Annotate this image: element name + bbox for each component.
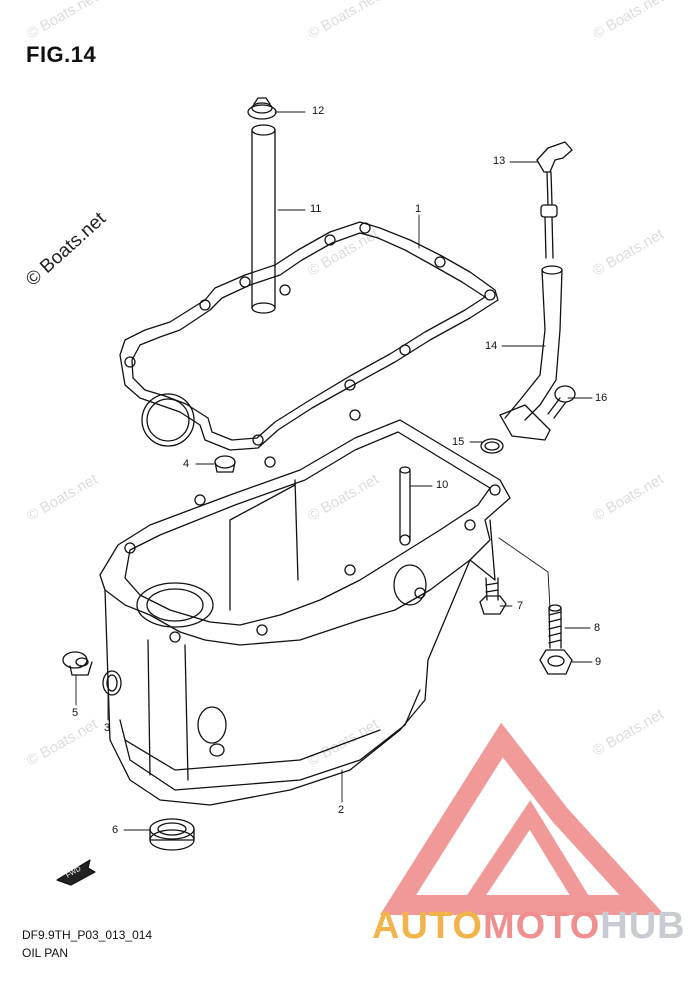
callout-label: 14 (485, 340, 498, 352)
callout-label: 10 (436, 479, 449, 491)
callout-label: 8 (594, 622, 601, 634)
callout-label: 15 (452, 436, 465, 448)
plug-part (214, 455, 236, 473)
callout-label: 7 (517, 600, 524, 612)
callout-label: 6 (112, 824, 119, 836)
callout-label: 3 (104, 722, 111, 734)
gasket-part (119, 221, 499, 451)
stud-part (548, 604, 562, 649)
brand-part-moto: MOTO (482, 905, 601, 947)
bolt-part (547, 385, 576, 419)
callout-label: 1 (415, 203, 422, 215)
figure-title: FIG.14 (26, 42, 97, 67)
callout-label: 5 (72, 707, 79, 719)
oil-pan-part (99, 409, 511, 806)
brand-logo-icon (379, 722, 665, 915)
figure-code: DF9.9TH_P03_013_014 (22, 928, 153, 942)
callout-label: 2 (338, 804, 345, 816)
brand-part-auto: AUTO (372, 905, 483, 947)
gasket-ring-part (102, 670, 122, 696)
fwd-arrow-icon (56, 859, 96, 886)
dipstick-guide-part (499, 265, 563, 441)
callout-label: 16 (595, 392, 608, 404)
o-ring-part (480, 438, 504, 454)
clip-part (247, 97, 277, 120)
drain-plug-part (62, 651, 93, 676)
pipe-part (251, 124, 276, 314)
brand-part-hub: HUB (600, 905, 686, 947)
figure-name: OIL PAN (22, 946, 69, 960)
callout-leaders (75, 111, 593, 831)
callout-label: 13 (493, 155, 506, 167)
nut-part (539, 649, 573, 675)
brand-wordmark: AUTOMOTOHUB (372, 905, 686, 948)
dipstick-part (536, 141, 573, 259)
callout-label: 9 (595, 656, 602, 668)
oil-seal-part (149, 818, 195, 851)
callout-label: 12 (312, 105, 325, 117)
bolt-part (479, 577, 507, 615)
callout-label: 4 (183, 458, 190, 470)
callout-label: 11 (310, 203, 322, 215)
